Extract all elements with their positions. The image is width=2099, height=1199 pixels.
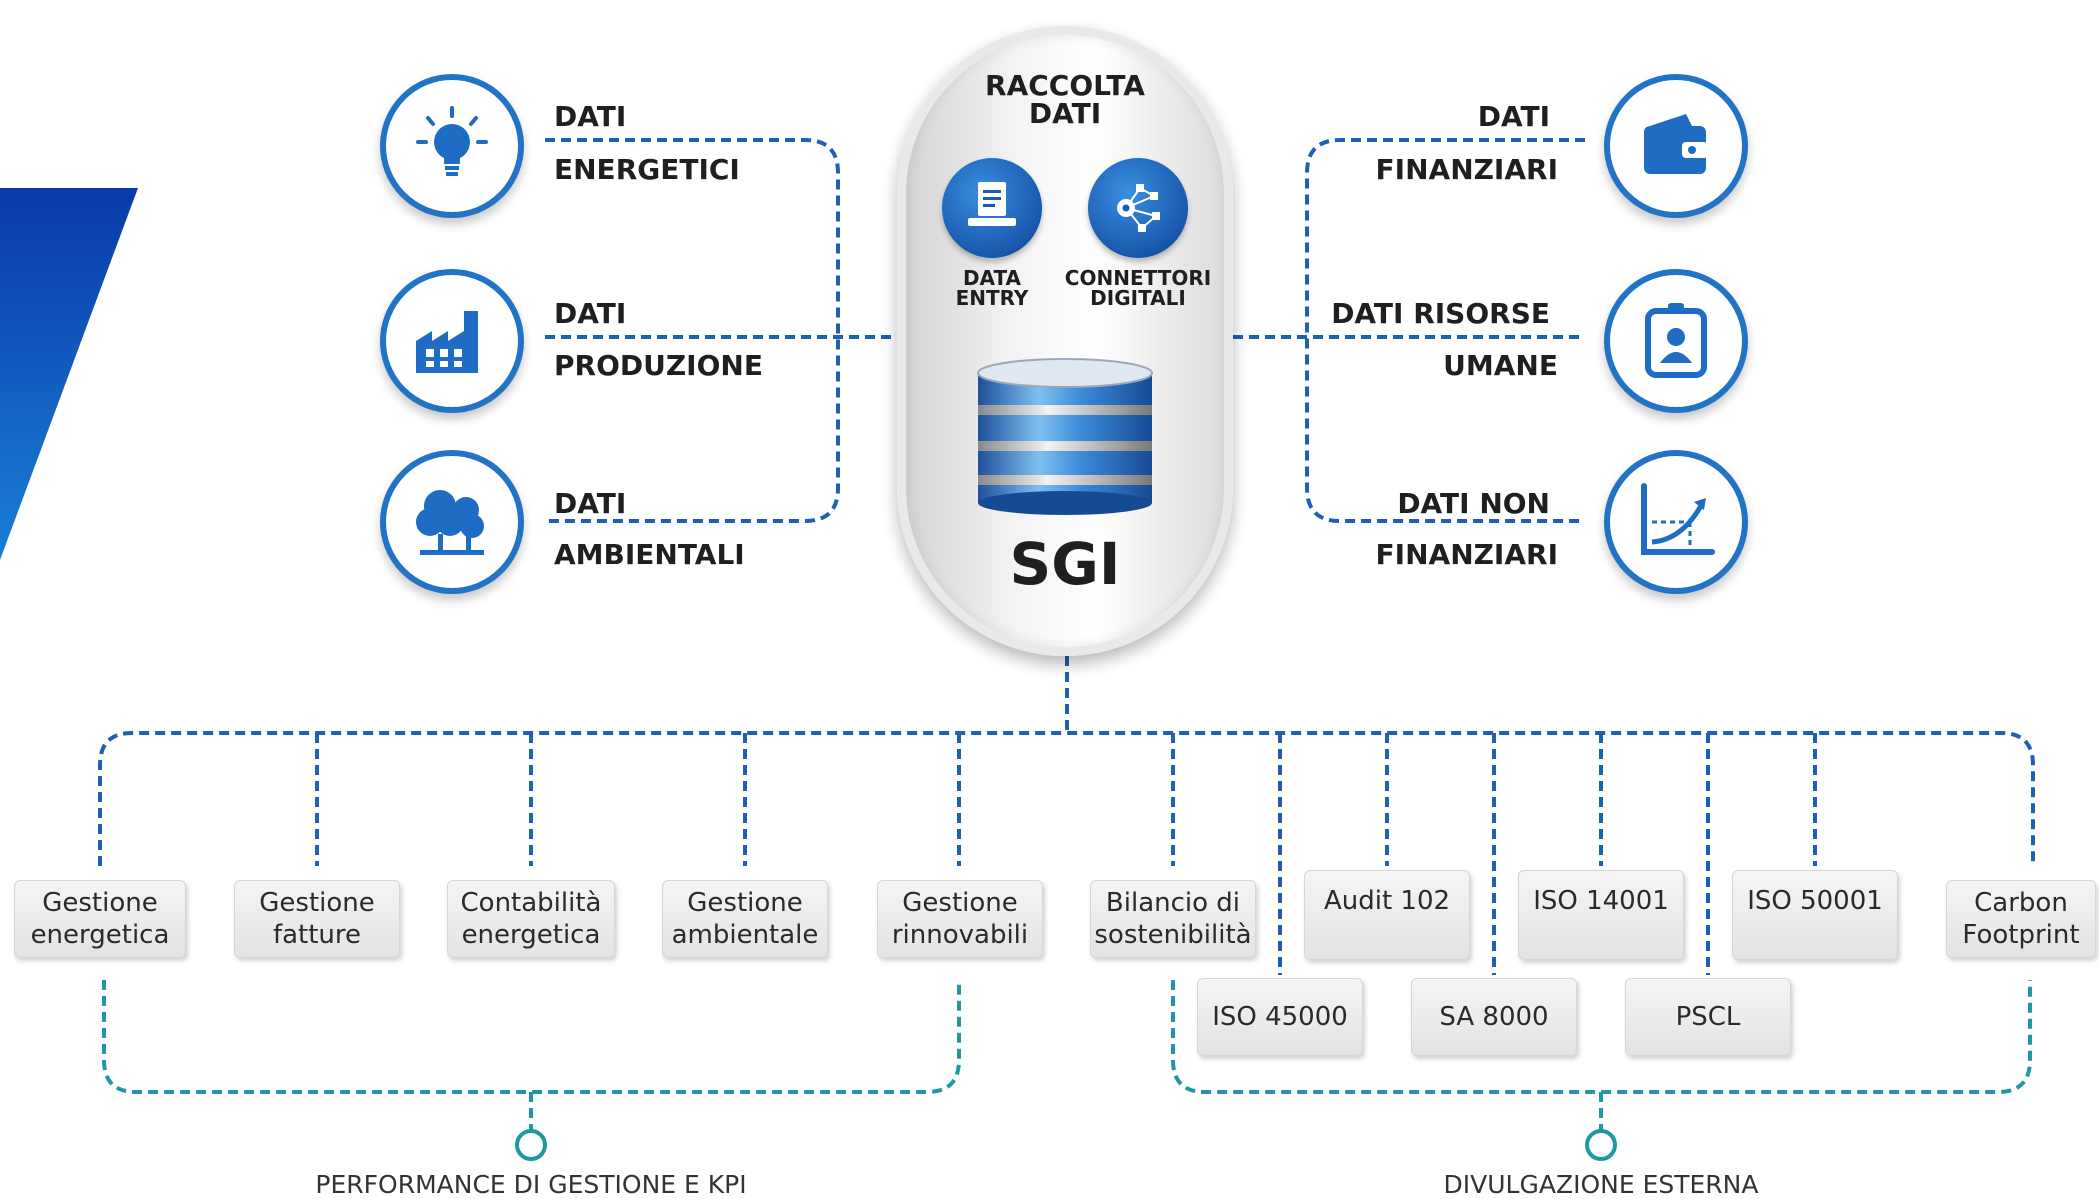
decorative-blue-stripe bbox=[0, 188, 138, 560]
output-sa-8000: SA 8000 bbox=[1411, 978, 1577, 1056]
hub-header: RACCOLTA DATI bbox=[985, 69, 1145, 130]
output-contabilita-energetica: Contabilità energetica bbox=[447, 880, 615, 958]
non-financial-data-icon-circle bbox=[1604, 450, 1748, 594]
hr-data-icon-circle bbox=[1604, 269, 1748, 413]
data-entry-badge bbox=[942, 158, 1042, 258]
group-label-performance: PERFORMANCE DI GESTIONE E KPI bbox=[315, 1170, 747, 1199]
left-source-1-line1: DATI bbox=[554, 100, 627, 133]
output-audit-102: Audit 102 bbox=[1304, 870, 1470, 960]
bus-line bbox=[98, 731, 2035, 866]
document-laptop-icon bbox=[968, 182, 1016, 226]
trees-icon bbox=[416, 490, 484, 555]
output-iso-14001: ISO 14001 bbox=[1518, 870, 1684, 960]
factory-icon bbox=[416, 311, 478, 373]
left-bracket-line bbox=[545, 138, 840, 523]
id-badge-icon bbox=[1645, 303, 1707, 378]
left-source-1-line2: ENERGETICI bbox=[554, 153, 740, 186]
data-entry-label: DATA ENTRY bbox=[955, 266, 1029, 310]
left-source-3-line2: AMBIENTALI bbox=[554, 538, 745, 571]
output-gestione-fatture: Gestione fatture bbox=[234, 880, 400, 958]
right-source-2-line1: DATI RISORSE bbox=[1331, 297, 1550, 330]
right-source-2-line2: UMANE bbox=[1443, 349, 1558, 382]
right-bracket-line bbox=[1305, 138, 1585, 523]
left-group-node bbox=[515, 1129, 547, 1161]
right-source-1-line1: DATI bbox=[1477, 100, 1550, 133]
left-source-2-line1: DATI bbox=[554, 297, 627, 330]
database-icon bbox=[970, 355, 1160, 520]
production-data-icon-circle bbox=[380, 269, 524, 413]
network-gear-icon bbox=[1117, 184, 1160, 232]
output-carbon-footprint: Carbon Footprint bbox=[1946, 880, 2096, 958]
energy-data-icon-circle bbox=[380, 74, 524, 218]
group-label-divulgazione: DIVULGAZIONE ESTERNA bbox=[1443, 1170, 1759, 1199]
sgi-hub bbox=[897, 26, 1233, 656]
left-source-3-line1: DATI bbox=[554, 487, 627, 520]
left-source-2-line2: PRODUZIONE bbox=[554, 349, 763, 382]
right-source-3-line1: DATI NON bbox=[1397, 487, 1550, 520]
output-gestione-energetica: Gestione energetica bbox=[14, 880, 186, 958]
connectors-badge bbox=[1088, 158, 1188, 258]
output-bilancio-sostenibilita: Bilancio di sostenibilità bbox=[1090, 880, 1256, 958]
sgi-title: SGI bbox=[1009, 530, 1121, 598]
output-iso-45000: ISO 45000 bbox=[1197, 978, 1363, 1056]
right-source-1-line2: FINANZIARI bbox=[1375, 153, 1558, 186]
output-gestione-rinnovabili: Gestione rinnovabili bbox=[877, 880, 1043, 958]
financial-data-icon-circle bbox=[1604, 74, 1748, 218]
left-group-bracket bbox=[102, 980, 961, 1094]
growth-chart-icon bbox=[1641, 483, 1715, 555]
output-iso-50001: ISO 50001 bbox=[1732, 870, 1898, 960]
lightbulb-icon bbox=[416, 106, 488, 176]
connectors-label: CONNETTORI DIGITALI bbox=[1064, 266, 1212, 310]
output-gestione-ambientale: Gestione ambientale bbox=[662, 880, 828, 958]
wallet-icon bbox=[1644, 114, 1708, 174]
environment-data-icon-circle bbox=[380, 450, 524, 594]
right-source-3-line2: FINANZIARI bbox=[1375, 538, 1558, 571]
right-group-node bbox=[1585, 1129, 1617, 1161]
output-pscl: PSCL bbox=[1625, 978, 1791, 1056]
